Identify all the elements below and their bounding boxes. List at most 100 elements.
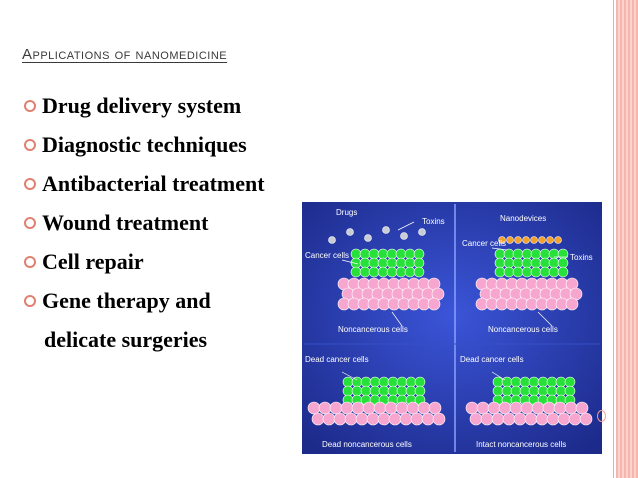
cancer-cell [386,257,398,269]
bullet-circle-icon [24,99,36,112]
dead-cancer-cell [546,385,558,397]
label-cancer-cells-left: Cancer cells [305,251,349,260]
bullet-circle-icon [24,255,36,268]
bullet-circle-icon [24,294,36,307]
cancer-cell [368,266,380,278]
dead-healthy-cell [344,412,358,426]
intact-healthy-cell [491,412,505,426]
dead-cancer-cell [501,376,513,388]
bullet-list: Drug delivery system Diagnostic techniqu… [24,86,265,359]
intact-healthy-cell [480,412,494,426]
dead-healthy-cell [366,412,380,426]
nanodevice [530,236,538,244]
intact-healthy-cell [531,401,545,415]
cancer-cell [557,266,569,278]
nanodevice [538,236,546,244]
cancer-cell [350,248,362,260]
intact-healthy-cell [553,401,567,415]
label-dead-cancer-right: Dead cancer cells [460,355,524,364]
dead-cancer-cell [378,385,390,397]
cancer-cell [494,248,506,260]
cancer-cell [521,257,533,269]
cancer-cell [395,266,407,278]
dead-healthy-cell [351,401,365,415]
cancer-cell [530,266,542,278]
cancer-cell [377,266,389,278]
cell-groups [307,226,593,426]
label-toxins-right: Toxins [570,253,593,262]
bullet-item: Diagnostic techniques [24,125,265,164]
intact-healthy-cell [524,412,538,426]
right-border-line [613,0,614,478]
cancer-cell [377,257,389,269]
intact-healthy-cell [520,401,534,415]
dead-cancer-cell [492,385,504,397]
dead-cancer-cell [396,385,408,397]
cancer-cell [404,248,416,260]
bullet-text: Wound treatment [42,209,209,235]
intact-healthy-cell [568,412,582,426]
cancer-cell [368,257,380,269]
dead-healthy-cell [373,401,387,415]
nanodevice [546,236,554,244]
cancer-cell [512,257,524,269]
cancer-cell [494,266,506,278]
dead-healthy-cell [362,401,376,415]
bullet-continuation: delicate surgeries [44,326,208,352]
cancer-cell [359,257,371,269]
bullet-item: Cell repair [24,242,265,281]
dead-healthy-cell [428,401,442,415]
bullet-circle-icon [24,177,36,190]
cancer-cell [395,257,407,269]
cancer-cell [557,257,569,269]
dead-cancer-cell [555,376,567,388]
bullet-item: Gene therapy and [24,281,265,320]
bullet-item: Wound treatment [24,203,265,242]
intact-healthy-cell [564,401,578,415]
cancer-cell [368,248,380,260]
label-noncancerous-right: Noncancerous cells [488,325,558,334]
decorative-circle [597,410,606,422]
bullet-circle-icon [24,138,36,151]
leader-line [397,221,415,231]
dead-cancer-cell [537,385,549,397]
dead-cancer-cell [405,376,417,388]
dead-cancer-cell [369,385,381,397]
cancer-cell [503,248,515,260]
intact-healthy-cell [535,412,549,426]
dead-cancer-cell [555,385,567,397]
drug-particle [364,234,372,242]
cancer-cell [548,266,560,278]
drug-particle [328,236,336,244]
dead-healthy-cell [421,412,435,426]
dead-cancer-cell [360,385,372,397]
drug-particle [382,226,390,234]
dead-cancer-cell [510,385,522,397]
cancer-cell [494,257,506,269]
cancer-cell [377,248,389,260]
label-noncancerous-left: Noncancerous cells [338,325,408,334]
cancer-cell [404,266,416,278]
cancer-cell [404,257,416,269]
label-dead-cancer-left: Dead cancer cells [305,355,369,364]
leader-line [391,311,403,327]
nanomedicine-figure: Drugs Toxins Nanodevices Cancer cells Ca… [302,202,602,454]
cancer-cell [350,257,362,269]
dead-healthy-cell [318,401,332,415]
label-toxins-left: Toxins [422,217,445,226]
dead-cancer-cell [360,376,372,388]
cancer-cell [413,257,425,269]
nanodevice [498,236,506,244]
intact-healthy-cell [542,401,556,415]
cancer-cell [521,266,533,278]
bullet-item: Drug delivery system [24,86,265,125]
dead-healthy-cell [406,401,420,415]
cancer-cell [539,266,551,278]
dead-healthy-cell [377,412,391,426]
intact-healthy-cell [502,412,516,426]
dead-cancer-cell [378,376,390,388]
bullet-text: Drug delivery system [42,92,242,118]
leader-line [341,371,358,381]
dead-cancer-cell [492,376,504,388]
cancer-cell [359,248,371,260]
